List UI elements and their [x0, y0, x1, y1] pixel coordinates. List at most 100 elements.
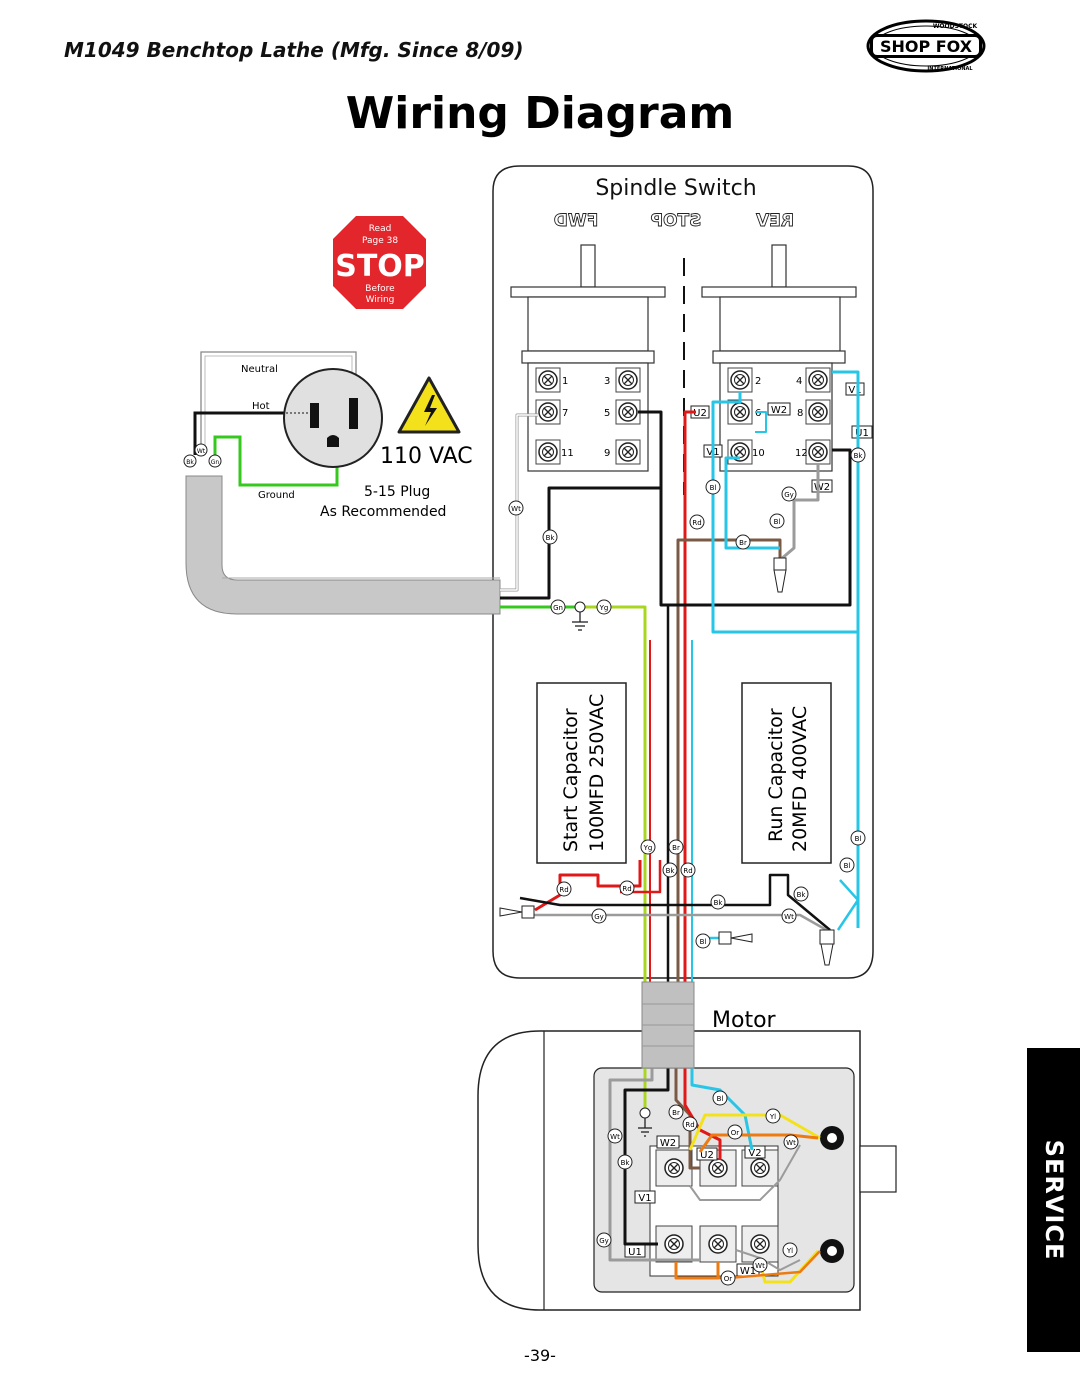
- motor-tag-gy: Gy: [599, 1237, 609, 1245]
- tag-gy-1: Gy: [784, 491, 794, 499]
- run-cap-label: Run Capacitor: [765, 708, 787, 842]
- terminal-1: 1: [562, 376, 568, 387]
- stop-main: STOP: [335, 249, 425, 284]
- stop-wiring: Wiring: [366, 295, 395, 305]
- header-title: M1049 Benchtop Lathe (Mfg. Since 8/09): [64, 38, 524, 62]
- stop-page: Page 38: [362, 236, 398, 246]
- shop-fox-logo: SHOP FOX WOODSTOCK INTERNATIONAL: [866, 19, 986, 73]
- voltage-label: 110 VAC: [380, 444, 473, 469]
- tag-rd-1: Rd: [692, 519, 701, 527]
- position-stop: STOP: [651, 211, 702, 231]
- terminal-3: 3: [604, 376, 610, 387]
- position-fwd: FWD: [554, 211, 598, 231]
- tag-gy-2: Gy: [594, 913, 604, 921]
- motor-tag-yl-1: Yl: [769, 1113, 776, 1121]
- start-cap-rating: 100MFD 250VAC: [586, 694, 608, 852]
- tag-yg: Yg: [599, 604, 609, 612]
- label-wt: Wt: [197, 448, 206, 455]
- motor: Motor W2 U2 V2 V1 U1 W1: [477, 1008, 897, 1311]
- terminal-2: 2: [755, 376, 761, 387]
- tag-br-2: Br: [672, 844, 680, 852]
- tag-u1: U1: [855, 428, 869, 439]
- motor-tag-bl: Bl: [717, 1095, 724, 1103]
- logo-arc-top: WOODSTOCK: [933, 23, 978, 30]
- neutral-label: Neutral: [241, 364, 278, 375]
- start-cap-label: Start Capacitor: [560, 708, 582, 852]
- label-gn: Gn: [211, 459, 220, 466]
- plug-recommended: As Recommended: [320, 504, 446, 520]
- tag-bk-2: Bk: [666, 867, 676, 875]
- switch-title: Spindle Switch: [595, 176, 756, 201]
- switch-right: 2 4 6 8 10 12: [701, 244, 857, 472]
- stop-before: Before: [365, 284, 395, 294]
- tag-w2-a: W2: [771, 405, 787, 416]
- terminal-11: 11: [561, 448, 574, 459]
- motor-tag-v1: V1: [638, 1193, 651, 1204]
- tag-rd-4: Rd: [622, 885, 631, 893]
- terminal-10: 10: [752, 448, 765, 459]
- service-tab: SERVICE: [1027, 1048, 1080, 1352]
- tag-bl-1: Bl: [710, 484, 717, 492]
- tag-bl-3: Bl: [855, 835, 862, 843]
- tag-rd-3: Rd: [559, 886, 568, 894]
- motor-tag-u2: U2: [700, 1150, 714, 1161]
- power-cord: [185, 475, 501, 615]
- tag-gn: Gn: [553, 604, 563, 612]
- terminal-12: 12: [795, 448, 808, 459]
- tag-bl-5: Bl: [700, 938, 707, 946]
- motor-tag-wt-2: Wt: [610, 1133, 620, 1141]
- tag-bk-5: Bk: [854, 452, 864, 460]
- page-title: Wiring Diagram: [345, 88, 735, 139]
- wire-tags: Wt Bk Gn Yg Bl Gy Rd Bl Br Yg Br Bk Rd R…: [508, 447, 866, 949]
- logo-text: SHOP FOX: [880, 37, 973, 56]
- terminal-8: 8: [797, 408, 803, 419]
- switch-left: 1 3 7 5 11 9: [510, 244, 666, 472]
- motor-tag-w1: W1: [740, 1266, 756, 1277]
- tag-br-1: Br: [739, 539, 747, 547]
- wiring-diagram: Spindle Switch FWD STOP REV 1 3 7 5 11 9: [183, 165, 897, 1311]
- motor-tag-or-1: Or: [731, 1129, 740, 1137]
- tag-bk: Bk: [546, 534, 556, 542]
- motor-tag-w2: W2: [660, 1138, 676, 1149]
- hot-label: Hot: [252, 401, 270, 412]
- tag-w2-b: W2: [814, 482, 830, 493]
- motor-title: Motor: [712, 1008, 777, 1033]
- label-bk: Bk: [186, 459, 194, 466]
- position-rev: REV: [755, 211, 794, 231]
- tag-rd-2: Rd: [683, 867, 692, 875]
- motor-tag-wt-3: Wt: [755, 1262, 765, 1270]
- motor-tag-yl-2: Yl: [786, 1247, 793, 1255]
- tag-bk-3: Bk: [714, 899, 724, 907]
- stop-read: Read: [369, 224, 392, 234]
- motor-tag-or-2: Or: [724, 1275, 733, 1283]
- terminal-5: 5: [604, 408, 610, 419]
- start-capacitor: [536, 682, 627, 864]
- tag-wt: Wt: [511, 505, 521, 513]
- terminal-7: 7: [562, 408, 568, 419]
- tag-bl-4: Bl: [844, 862, 851, 870]
- wire-connectors: [499, 557, 835, 966]
- terminal-9: 9: [604, 448, 610, 459]
- stop-sign: Read Page 38 STOP Before Wiring: [329, 212, 430, 313]
- terminal-4: 4: [796, 376, 802, 387]
- outlet: Neutral Hot Ground Wt Bk Gn 110 VAC 5-15…: [183, 351, 473, 520]
- motor-tag-wt-1: Wt: [786, 1139, 796, 1147]
- ground-label: Ground: [258, 490, 295, 501]
- tag-u2: U2: [693, 408, 707, 419]
- terminal-6: 6: [755, 408, 761, 419]
- tag-v1-a: V1: [848, 385, 861, 396]
- page-number: -39-: [524, 1346, 556, 1365]
- run-cap-rating: 20MFD 400VAC: [789, 706, 811, 852]
- motor-tag-bk: Bk: [621, 1159, 631, 1167]
- motor-tag-rd: Rd: [685, 1121, 694, 1129]
- run-capacitor: [741, 682, 832, 864]
- motor-tag-u1: U1: [628, 1247, 642, 1258]
- tag-yg-2: Yg: [643, 844, 653, 852]
- motor-tag-br: Br: [672, 1109, 680, 1117]
- tag-bl-2: Bl: [774, 518, 781, 526]
- tag-bk-4: Bk: [797, 891, 807, 899]
- service-tab-label: SERVICE: [1039, 1139, 1068, 1261]
- motor-tag-v2: V2: [748, 1148, 761, 1159]
- control-wires: [500, 370, 860, 985]
- logo-arc-bottom: INTERNATIONAL: [927, 66, 973, 72]
